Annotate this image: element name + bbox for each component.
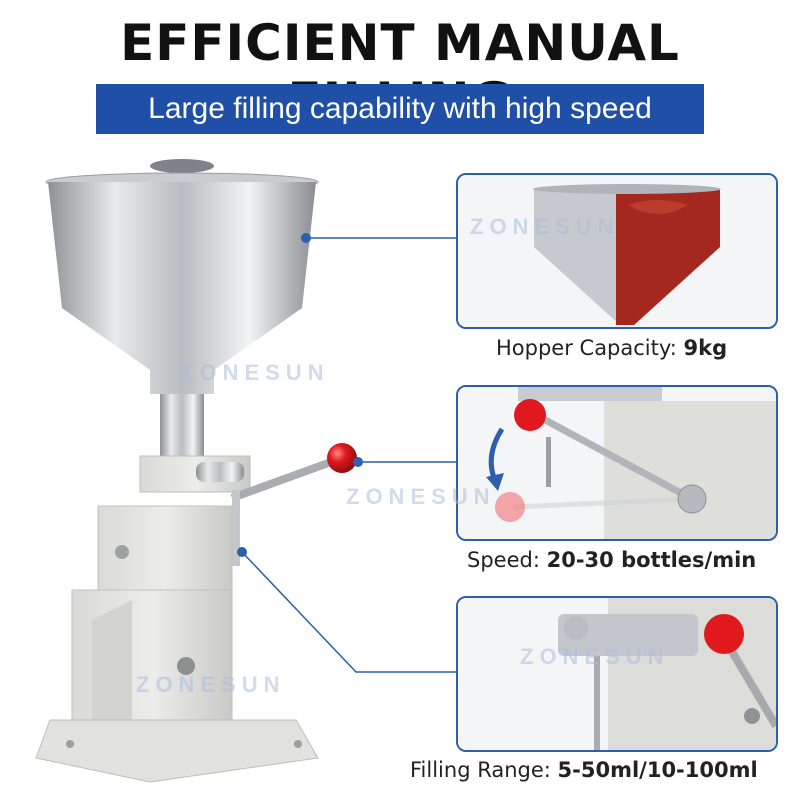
hopper-label: Hopper Capacity: [496,336,677,360]
watermark: ZONESUN [470,214,620,239]
watermark: ZONESUN [180,360,330,385]
handle-knob [327,443,357,473]
filling-range-label: Filling Range: [410,758,551,782]
watermark: ZONESUN [346,484,496,509]
subtitle-text: Large filling capability with high speed [148,92,652,125]
subtitle-banner: Large filling capability with high speed [96,84,704,134]
watermark: ZONESUN [520,644,670,669]
filling-machine-illustration [35,159,357,783]
caption-filling-range: Filling Range: 5-50ml/10-100ml [410,758,758,782]
nozzle-detail-panel [456,596,778,752]
caption-speed: Speed: 20-30 bottles/min [467,548,756,572]
speed-label: Speed: [467,548,540,572]
hopper-detail-panel [456,173,778,329]
watermark: ZONESUN [136,672,286,697]
caption-hopper-capacity: Hopper Capacity: 9kg [496,336,727,360]
handle-detail-panel [456,385,778,541]
hopper-value: 9kg [683,336,728,360]
speed-value: 20-30 bottles/min [546,548,757,572]
filling-range-value: 5-50ml/10-100ml [557,758,758,782]
